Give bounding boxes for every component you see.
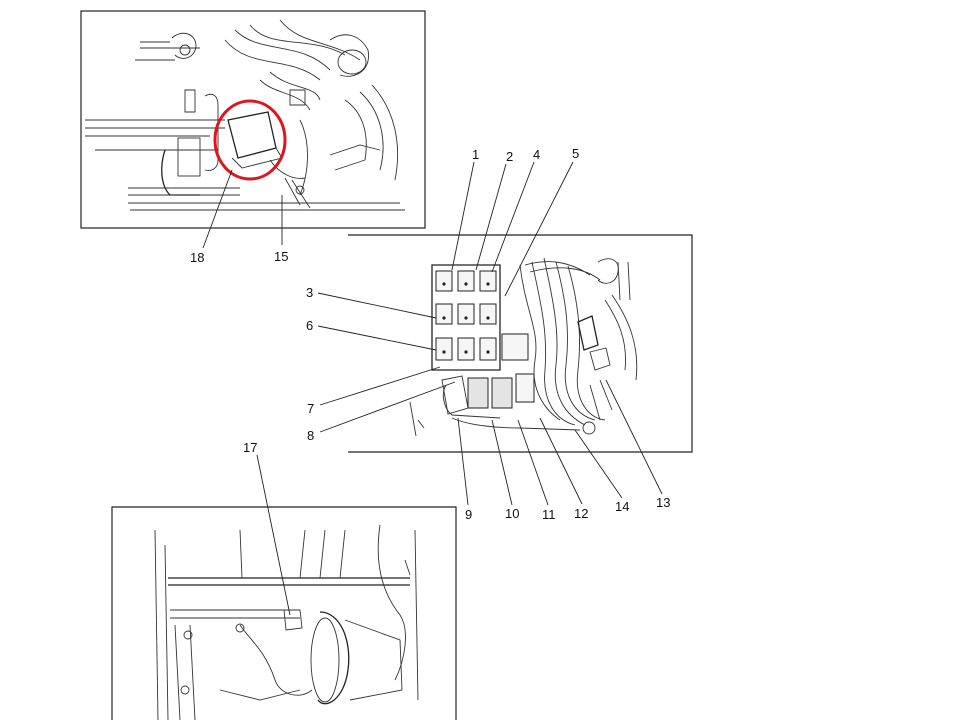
leader-6 xyxy=(317,325,437,351)
callout-18: 18 xyxy=(190,250,204,265)
callout-3: 3 xyxy=(306,285,313,300)
callout-4: 4 xyxy=(533,147,540,162)
callout-6: 6 xyxy=(306,318,313,333)
bottom-view-artwork xyxy=(154,524,419,720)
leader-4 xyxy=(491,161,535,273)
callout-17: 17 xyxy=(243,440,257,455)
leader-18 xyxy=(202,169,233,249)
middle-view-panel xyxy=(317,161,693,506)
bottom-view-frame xyxy=(111,506,457,720)
leader-17 xyxy=(256,454,291,616)
leader-7 xyxy=(319,366,441,406)
bottom-view-panel xyxy=(111,454,457,720)
relay-block-artwork xyxy=(409,257,638,437)
leader-13 xyxy=(605,379,663,495)
callout-8: 8 xyxy=(307,428,314,443)
callout-5: 5 xyxy=(572,146,579,161)
callout-12: 12 xyxy=(574,506,588,521)
callout-11: 11 xyxy=(542,507,556,522)
callout-7: 7 xyxy=(307,401,314,416)
leader-5 xyxy=(504,161,574,297)
leader-10 xyxy=(491,419,513,506)
callout-13: 13 xyxy=(656,495,670,510)
callout-1: 1 xyxy=(472,147,479,162)
leader-2 xyxy=(475,163,507,271)
leader-1 xyxy=(451,161,475,271)
top-view-frame xyxy=(80,10,426,229)
callout-10: 10 xyxy=(505,506,519,521)
leader-9 xyxy=(457,417,469,506)
callout-15: 15 xyxy=(274,249,288,264)
highlight-circle xyxy=(213,99,287,181)
leader-3 xyxy=(317,292,437,319)
top-view-artwork xyxy=(85,19,405,211)
callout-2: 2 xyxy=(506,149,513,164)
callout-labels: 1 2 4 5 3 6 7 8 9 10 11 12 14 13 15 17 1… xyxy=(190,146,670,522)
leader-12 xyxy=(539,417,583,505)
top-view-panel xyxy=(80,10,426,249)
callout-9: 9 xyxy=(465,507,472,522)
leader-14 xyxy=(574,429,623,499)
middle-view-frame xyxy=(348,234,693,453)
callout-14: 14 xyxy=(615,499,629,514)
leader-11 xyxy=(517,419,549,506)
leader-8 xyxy=(319,381,456,433)
